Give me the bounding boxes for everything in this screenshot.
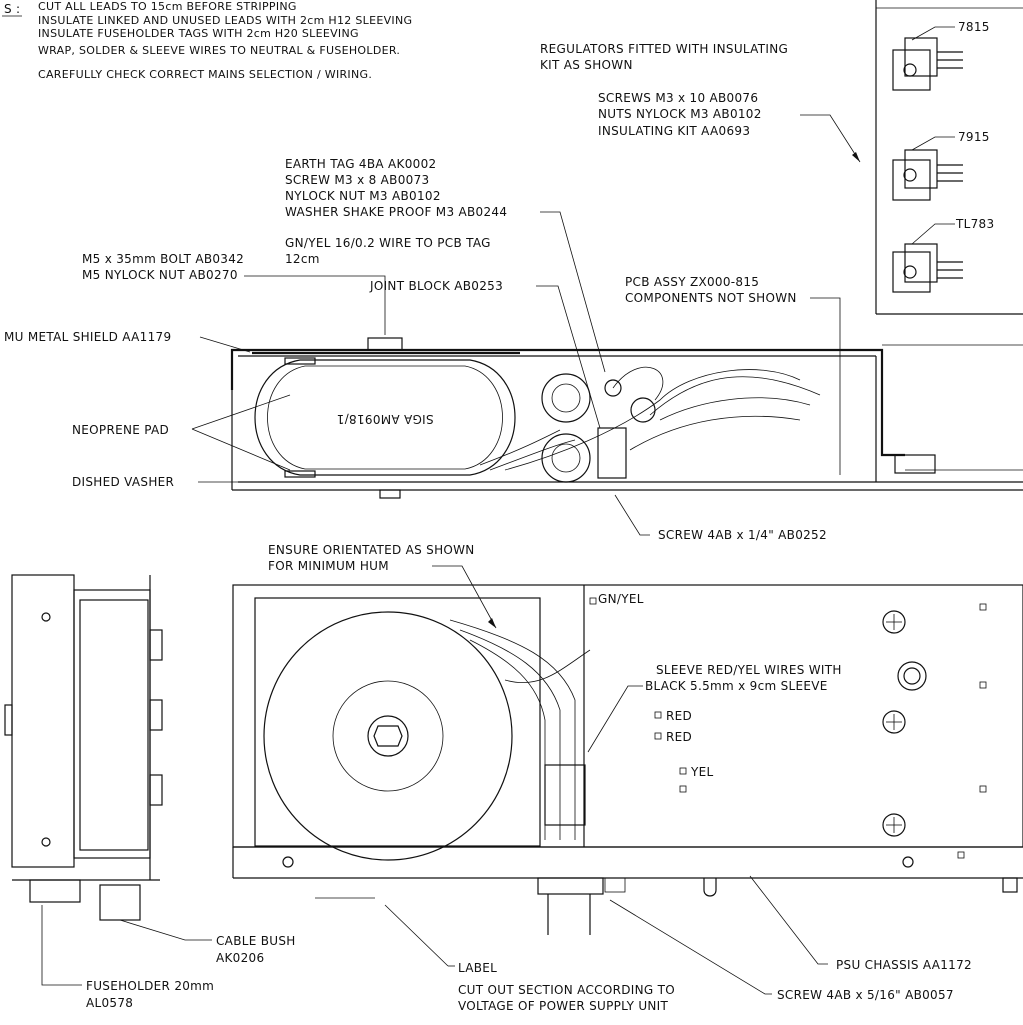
note-line-2: INSULATE LINKED AND UNUSED LEADS WITH 2c…	[38, 14, 412, 27]
sleeve-line-1: SLEEVE RED/YEL WIRES WITH	[656, 663, 842, 677]
regulator-heading-1: REGULATORS FITTED WITH INSULATING	[540, 42, 788, 56]
pcb-line-1: PCB ASSY ZX000-815	[625, 275, 759, 289]
bolt-notes: M5 x 35mm BOLT AB0342 M5 NYLOCK NUT AB02…	[82, 252, 841, 475]
orientation-line-1: ENSURE ORIENTATED AS SHOWN	[268, 543, 475, 557]
notes-prefix: S :	[4, 2, 20, 16]
notes-block: S : CUT ALL LEADS TO 15cm BEFORE STRIPPI…	[2, 0, 412, 81]
earth-tag-line-1: EARTH TAG 4BA AK0002	[285, 157, 436, 171]
wire-tag-gnyel: GN/YEL	[598, 592, 644, 606]
transformer-marking: SIGA AM0918/1	[336, 412, 433, 426]
regulator-panel: 7815 7915 TL783	[875, 0, 1023, 315]
regulator-heading-2: KIT AS SHOWN	[540, 58, 633, 72]
front-view-labels: CABLE BUSH AK0206 FUSEHOLDER 20mm AL0578	[41, 905, 296, 1010]
note-line-1: CUT ALL LEADS TO 15cm BEFORE STRIPPING	[38, 0, 297, 13]
earth-tag-line-3: NYLOCK NUT M3 AB0102	[285, 189, 441, 203]
bolt-line-2: M5 NYLOCK NUT AB0270	[82, 268, 238, 282]
fuseholder-line-1: FUSEHOLDER 20mm	[86, 979, 214, 993]
earth-tag-line-2: SCREW M3 x 8 AB0073	[285, 173, 429, 187]
washer-label: DISHED VASHER	[72, 475, 174, 489]
label-callout: LABEL	[458, 961, 497, 975]
joint-block-label: JOINT BLOCK AB0253	[369, 279, 503, 293]
front-view	[4, 574, 163, 921]
side-view-labels: MU METAL SHIELD AA1179 NEOPRENE PAD DISH…	[4, 330, 827, 542]
sleeve-line-2: BLACK 5.5mm x 9cm SLEEVE	[645, 679, 828, 693]
pad-label: NEOPRENE PAD	[72, 423, 169, 437]
cutout-line-2: VOLTAGE OF POWER SUPPLY UNIT	[458, 999, 669, 1013]
chassis-label: PSU CHASSIS AA1172	[836, 958, 972, 972]
bolt-line-1: M5 x 35mm BOLT AB0342	[82, 252, 244, 266]
regulator-kit: INSULATING KIT AA0693	[598, 124, 750, 138]
screw-bottom-label: SCREW 4AB x 5/16" AB0057	[777, 988, 954, 1002]
cable-bush-line-1: CABLE BUSH	[216, 934, 296, 948]
note-line-4: WRAP, SOLDER & SLEEVE WIRES TO NEUTRAL &…	[38, 44, 400, 57]
side-view-assembly: SIGA AM0918/1	[230, 337, 1023, 499]
orientation-line-2: FOR MINIMUM HUM	[268, 559, 389, 573]
earth-tag-line-4: WASHER SHAKE PROOF M3 AB0244	[285, 205, 507, 219]
cable-bush-line-2: AK0206	[216, 951, 264, 965]
regulator-screws: SCREWS M3 x 10 AB0076	[598, 91, 758, 105]
top-view-labels: ENSURE ORIENTATED AS SHOWN FOR MINIMUM H…	[268, 543, 842, 793]
pcb-line-2: COMPONENTS NOT SHOWN	[625, 291, 797, 305]
fuseholder-line-2: AL0578	[86, 996, 133, 1010]
wire-tag-red-2: RED	[666, 730, 692, 744]
wire-note-line-1: GN/YEL 16/0.2 WIRE TO PCB TAG	[285, 236, 491, 250]
top-view	[232, 584, 1023, 935]
wire-tag-red-1: RED	[666, 709, 692, 723]
regulator-7915: 7915	[958, 130, 990, 144]
regulator-7815: 7815	[958, 20, 990, 34]
regulator-tl783: TL783	[955, 217, 994, 231]
shield-label: MU METAL SHIELD AA1179	[4, 330, 171, 344]
regulator-nuts: NUTS NYLOCK M3 AB0102	[598, 107, 762, 121]
regulator-notes: REGULATORS FITTED WITH INSULATING KIT AS…	[540, 42, 861, 163]
bottom-labels: LABEL CUT OUT SECTION ACCORDING TO VOLTA…	[384, 875, 972, 1013]
wire-tag-yel: YEL	[690, 765, 714, 779]
note-line-3: INSULATE FUSEHOLDER TAGS WITH 2cm H20 SL…	[38, 27, 359, 40]
cutout-line-1: CUT OUT SECTION ACCORDING TO	[458, 983, 675, 997]
note-line-5: CAREFULLY CHECK CORRECT MAINS SELECTION …	[38, 68, 372, 81]
wire-note-line-2: 12cm	[285, 252, 320, 266]
earth-tag-notes: EARTH TAG 4BA AK0002 SCREW M3 x 8 AB0073…	[285, 157, 606, 373]
screw-top-label: SCREW 4AB x 1/4" AB0252	[658, 528, 827, 542]
